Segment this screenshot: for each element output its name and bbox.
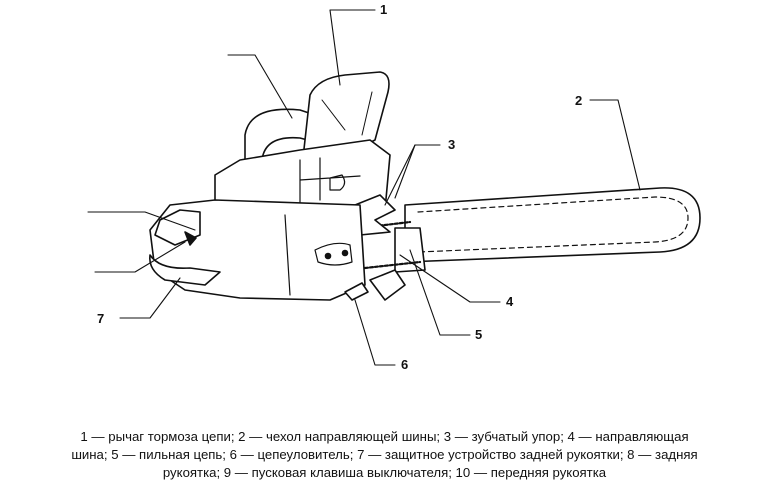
chain-catcher xyxy=(344,282,369,301)
callout-1: 1 xyxy=(380,2,387,17)
throttle-trigger xyxy=(184,231,197,246)
callout-5: 5 xyxy=(475,327,482,342)
callout-3: 3 xyxy=(448,137,455,152)
callout-7: 7 xyxy=(97,311,104,326)
caption-line-1: 1 — рычаг тормоза цепи; 2 — чехол направ… xyxy=(80,429,689,444)
callout-4: 4 xyxy=(506,294,514,309)
leader-lines xyxy=(87,9,641,366)
figure-caption: 1 — рычаг тормоза цепи; 2 — чехол направ… xyxy=(6,428,763,482)
chainsaw-diagram: 1 2 3 4 5 6 7 xyxy=(87,2,701,372)
caption-line-3: рукоятка; 9 — пусковая клавиша выключате… xyxy=(162,465,607,480)
rear-hand-guard xyxy=(148,254,221,286)
callout-2: 2 xyxy=(575,93,582,108)
guide-bar-cover xyxy=(404,187,701,263)
caption-line-2: шина; 5 — пильная цепь; 6 — цепеуловител… xyxy=(71,447,698,462)
callout-6: 6 xyxy=(401,357,408,372)
